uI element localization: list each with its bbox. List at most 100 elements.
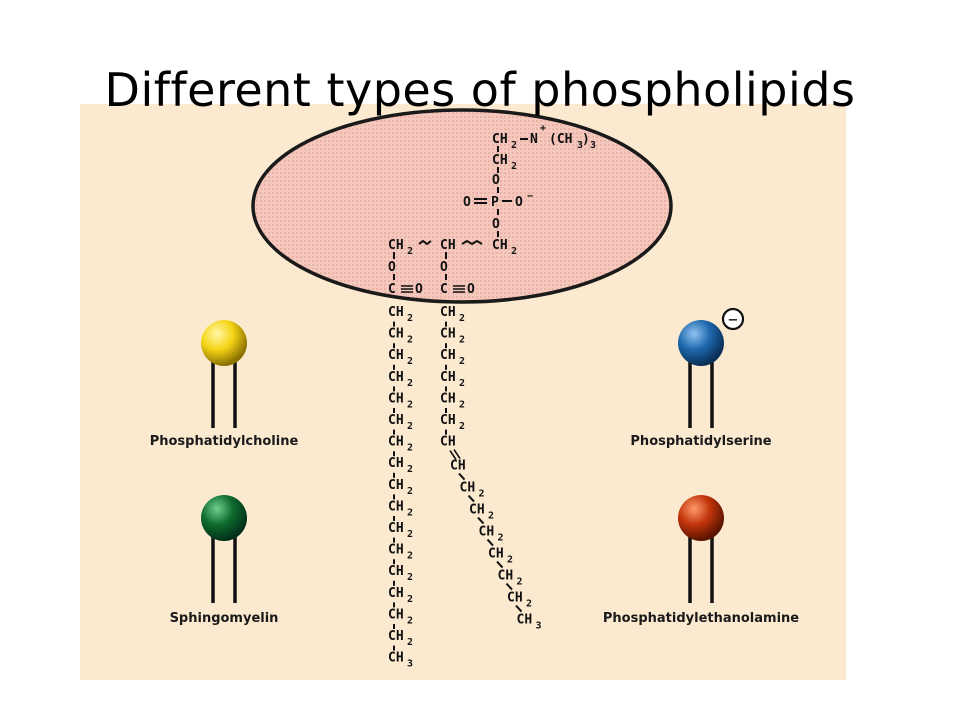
- svg-text:2: 2: [511, 161, 517, 172]
- svg-text:2: 2: [407, 594, 413, 605]
- phosphate-o-left: O: [463, 195, 471, 210]
- svg-text:2: 2: [407, 246, 413, 257]
- svg-text:): ): [582, 132, 590, 147]
- tail-ch2: CH: [507, 591, 523, 606]
- left-chain-ch2: CH: [388, 413, 404, 428]
- svg-text:C: C: [440, 282, 448, 297]
- tail-ch3: CH: [517, 613, 533, 628]
- svg-text:CH: CH: [388, 238, 404, 253]
- svg-text:2: 2: [407, 464, 413, 475]
- phosphate-o-right: O: [515, 195, 523, 210]
- svg-text:2: 2: [479, 489, 485, 500]
- lipid-icon-sphingomyelin: Sphingomyelin: [170, 495, 278, 626]
- tail-ch2: CH: [469, 503, 485, 518]
- phosphorus: P: [491, 195, 499, 210]
- svg-text:2: 2: [407, 507, 413, 518]
- bond: [477, 516, 485, 525]
- svg-text:2: 2: [407, 421, 413, 432]
- svg-text:2: 2: [507, 555, 513, 566]
- svg-text:2: 2: [459, 378, 465, 389]
- oxygen-1: O: [492, 173, 500, 188]
- left-chain-ch2: CH: [388, 629, 404, 644]
- svg-text:2: 2: [407, 443, 413, 454]
- negative-charge: −: [527, 191, 533, 202]
- left-chain-ch2: CH: [388, 435, 404, 450]
- svg-text:O: O: [388, 260, 396, 275]
- right-chain-ch: CH: [440, 435, 456, 450]
- bond: [458, 472, 466, 481]
- svg-text:3: 3: [536, 621, 542, 632]
- bond: [505, 582, 513, 591]
- svg-text:2: 2: [407, 313, 413, 324]
- bond: [467, 494, 475, 503]
- left-chain-ch2: CH: [388, 521, 404, 536]
- right-chain-ch2: CH: [440, 305, 456, 320]
- tail-ch2: CH: [460, 481, 476, 496]
- svg-text:(CH: (CH: [549, 132, 572, 147]
- svg-text:CH: CH: [492, 238, 508, 253]
- left-chain-ch2: CH: [388, 564, 404, 579]
- svg-text:C: C: [388, 282, 396, 297]
- right-chain-ch2: CH: [440, 391, 456, 406]
- svg-text:3: 3: [590, 140, 596, 151]
- svg-text:2: 2: [459, 399, 465, 410]
- svg-text:2: 2: [526, 599, 532, 610]
- head-sphere: [201, 320, 247, 366]
- svg-text:2: 2: [407, 356, 413, 367]
- nitrogen: N: [530, 132, 538, 147]
- oxygen-2: O: [492, 217, 500, 232]
- left-chain-ch2: CH: [388, 391, 404, 406]
- svg-text:CH: CH: [492, 153, 508, 168]
- charge-symbol: −: [728, 313, 739, 328]
- left-chain-ch2: CH: [388, 478, 404, 493]
- lipid-icon-phosphatidylserine: Phosphatidylserine −: [630, 307, 772, 449]
- right-chain-ch2: CH: [440, 370, 456, 385]
- lipid-label: Phosphatidylethanolamine: [603, 611, 799, 626]
- svg-text:2: 2: [498, 533, 504, 544]
- svg-text:2: 2: [407, 399, 413, 410]
- bond: [515, 604, 523, 613]
- left-chain-ch2: CH: [388, 543, 404, 558]
- positive-charge: +: [540, 123, 546, 134]
- left-chain-ch3: CH: [388, 651, 404, 666]
- svg-text:CH: CH: [440, 238, 456, 253]
- svg-text:2: 2: [459, 313, 465, 324]
- head-sphere: [678, 495, 724, 541]
- svg-text:2: 2: [407, 335, 413, 346]
- lipid-label: Phosphatidylserine: [630, 434, 771, 449]
- svg-text:2: 2: [511, 140, 517, 151]
- svg-text:3: 3: [407, 659, 413, 670]
- left-chain-ch2: CH: [388, 607, 404, 622]
- svg-text:2: 2: [511, 246, 517, 257]
- svg-text:2: 2: [488, 511, 494, 522]
- svg-text:O: O: [467, 282, 475, 297]
- head-sphere: [678, 320, 724, 366]
- head-sphere: [201, 495, 247, 541]
- double-bond: [449, 450, 457, 461]
- tail-ch2: CH: [498, 569, 514, 584]
- lipid-icon-phosphatidylethanolamine: Phosphatidylethanolamine: [603, 495, 799, 626]
- slide-title: Different types of phospholipids: [104, 63, 856, 117]
- bond: [496, 560, 504, 569]
- polar-head-ellipse: [251, 108, 673, 304]
- head-group-structure: CH 2 N + (CH 3 ) 3 CH 2 O O P O − O CH 2…: [388, 123, 596, 297]
- svg-text:2: 2: [407, 615, 413, 626]
- svg-text:2: 2: [407, 529, 413, 540]
- svg-text:2: 2: [459, 335, 465, 346]
- right-chain-ch2: CH: [440, 348, 456, 363]
- svg-text:2: 2: [407, 572, 413, 583]
- svg-text:2: 2: [407, 378, 413, 389]
- right-chain-ch: CH: [450, 459, 466, 474]
- left-chain-ch2: CH: [388, 370, 404, 385]
- left-chain-ch2: CH: [388, 348, 404, 363]
- lipid-icon-phosphatidylcholine: Phosphatidylcholine: [150, 320, 298, 449]
- svg-text:2: 2: [517, 577, 523, 588]
- right-chain-ch2: CH: [440, 327, 456, 342]
- charge-badge: [721, 307, 745, 331]
- svg-text:3: 3: [577, 140, 583, 151]
- bond: [486, 538, 494, 547]
- svg-text:O: O: [415, 282, 423, 297]
- left-chain-ch2: CH: [388, 327, 404, 342]
